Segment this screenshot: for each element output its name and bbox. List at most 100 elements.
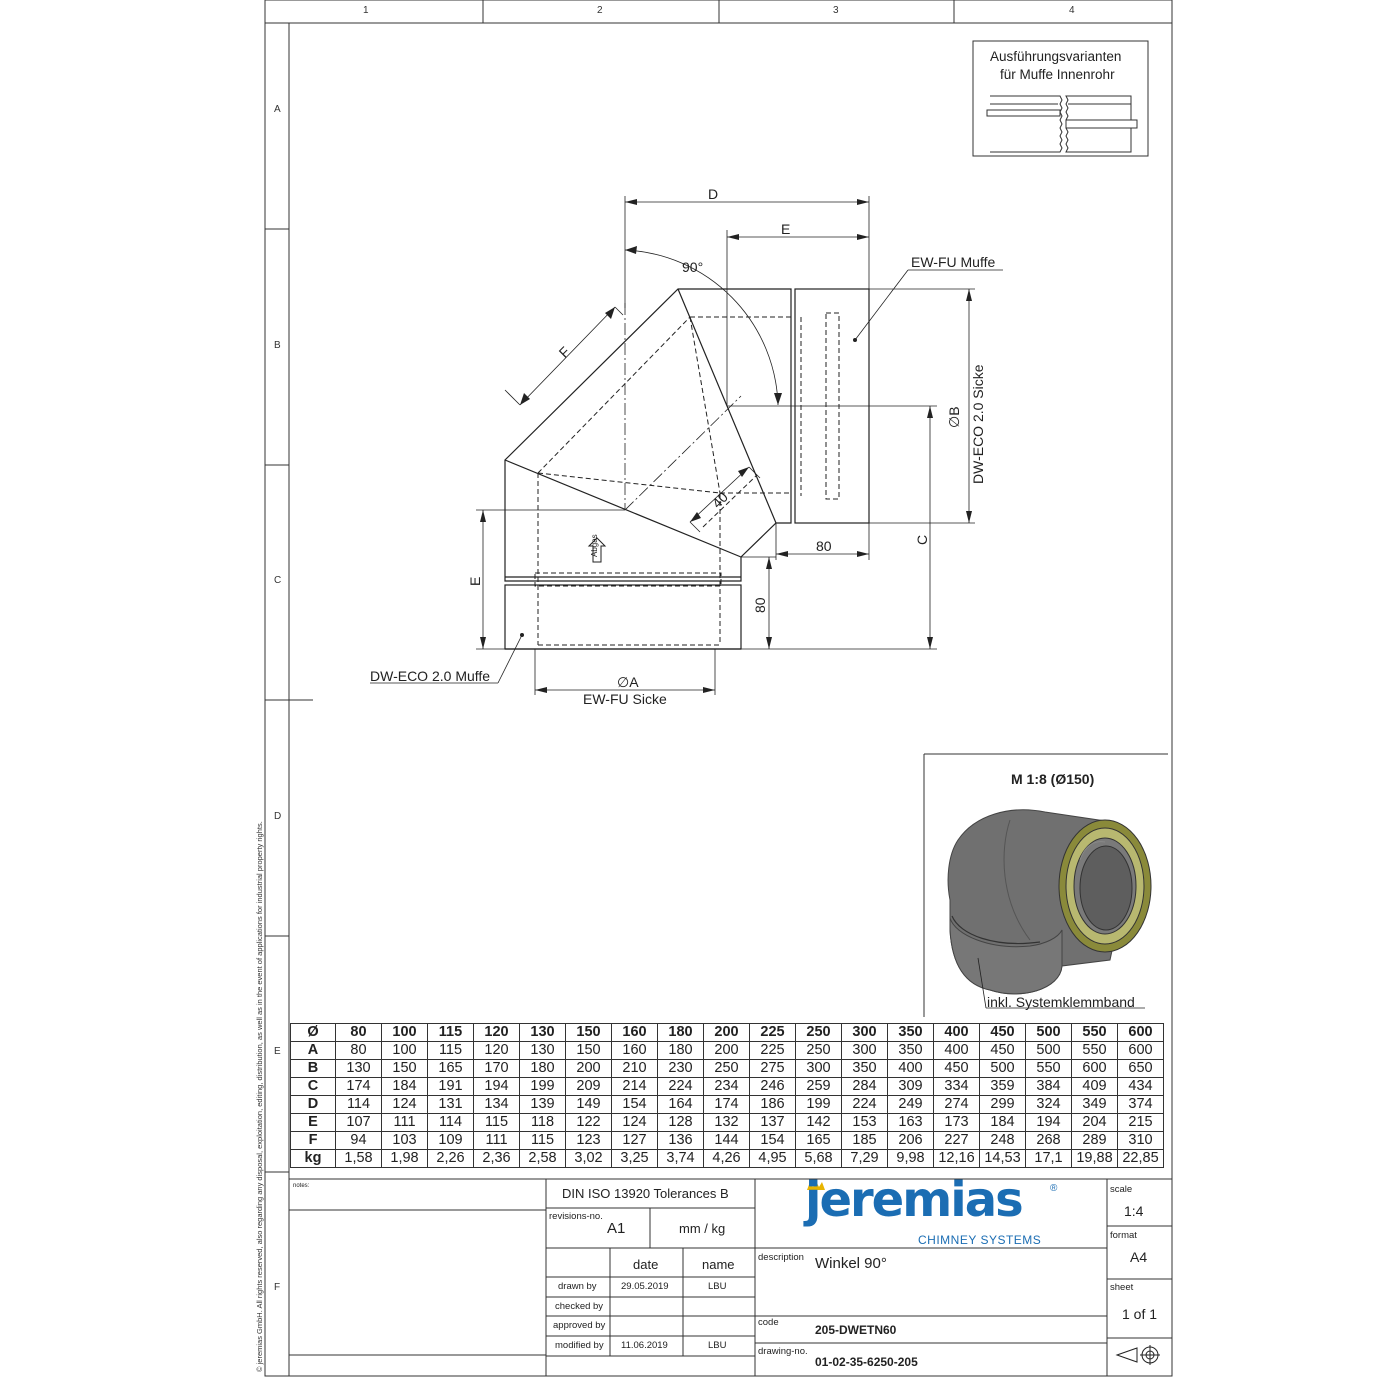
date-header: date xyxy=(633,1257,659,1272)
table-cell: 268 xyxy=(1025,1131,1072,1150)
table-cell: 550 xyxy=(1025,1059,1072,1078)
dimension-e-top: E xyxy=(781,221,791,237)
dimension-80-horizontal: 80 xyxy=(816,538,832,554)
modified-name: LBU xyxy=(708,1340,727,1351)
table-cell: 109 xyxy=(427,1131,474,1150)
table-cell: 230 xyxy=(657,1059,704,1078)
table-cell: 2,58 xyxy=(519,1149,566,1168)
row-label-d: D xyxy=(274,811,282,822)
description-value: Winkel 90° xyxy=(815,1255,887,1272)
table-cell: 3,02 xyxy=(565,1149,612,1168)
table-cell: 310 xyxy=(1117,1131,1164,1150)
table-cell: 115 xyxy=(427,1041,474,1060)
dimension-c: C xyxy=(914,534,930,545)
column-label-2: 2 xyxy=(597,5,603,16)
table-cell: 2,26 xyxy=(427,1149,474,1168)
table-cell: 500 xyxy=(979,1059,1026,1078)
table-cell: 450 xyxy=(979,1023,1026,1042)
table-cell: 124 xyxy=(381,1095,428,1114)
table-cell: 9,98 xyxy=(887,1149,934,1168)
table-cell: 500 xyxy=(1025,1023,1072,1042)
label-dw-eco-muffe: DW-ECO 2.0 Muffe xyxy=(370,668,491,684)
table-cell: 12,16 xyxy=(933,1149,980,1168)
table-cell: 450 xyxy=(979,1041,1026,1060)
tolerances-text: DIN ISO 13920 Tolerances B xyxy=(562,1186,729,1201)
table-cell: 1,98 xyxy=(381,1149,428,1168)
table-cell: 350 xyxy=(887,1041,934,1060)
table-cell: 359 xyxy=(979,1077,1026,1096)
table-cell: 650 xyxy=(1117,1059,1164,1078)
row-label-e: E xyxy=(274,1046,281,1057)
table-cell: 111 xyxy=(473,1131,520,1150)
table-cell: 164 xyxy=(657,1095,704,1114)
label-ew-fu-muffe: EW-FU Muffe xyxy=(911,254,996,270)
table-cell: 200 xyxy=(703,1023,750,1042)
table-cell: 204 xyxy=(1071,1113,1118,1132)
table-cell: 165 xyxy=(427,1059,474,1078)
table-cell: 142 xyxy=(795,1113,842,1132)
table-cell: 185 xyxy=(841,1131,888,1150)
table-cell: 114 xyxy=(427,1113,474,1132)
code-value: 205-DWETN60 xyxy=(815,1323,897,1337)
angle-label: 90° xyxy=(682,259,704,275)
label-ew-fu-sicke: EW-FU Sicke xyxy=(583,691,667,707)
row-label-a: A xyxy=(274,104,281,115)
table-cell: 227 xyxy=(933,1131,980,1150)
variants-title-line2: für Muffe Innenrohr xyxy=(1000,67,1115,82)
modified-date: 11.06.2019 xyxy=(621,1340,668,1351)
revision-value: A1 xyxy=(607,1220,626,1237)
abgas-arrow-label: Abgas xyxy=(590,534,599,557)
row-label-c: C xyxy=(274,575,282,586)
table-cell: 154 xyxy=(749,1131,796,1150)
table-cell: 4,95 xyxy=(749,1149,796,1168)
table-row-label: D xyxy=(290,1095,336,1114)
drawing-no-label: drawing-no. xyxy=(758,1346,808,1357)
table-cell: 274 xyxy=(933,1095,980,1114)
table-cell: 500 xyxy=(1025,1041,1072,1060)
dimension-d: D xyxy=(708,186,719,202)
table-cell: 200 xyxy=(565,1059,612,1078)
table-cell: 100 xyxy=(381,1023,428,1042)
table-cell: 400 xyxy=(933,1041,980,1060)
scale-value: 1:4 xyxy=(1124,1203,1144,1219)
table-cell: 224 xyxy=(841,1095,888,1114)
table-cell: 184 xyxy=(381,1077,428,1096)
table-cell: 1,58 xyxy=(335,1149,382,1168)
label-dw-eco-sicke: DW-ECO 2.0 Sicke xyxy=(970,364,986,484)
table-cell: 150 xyxy=(565,1023,612,1042)
table-cell: 300 xyxy=(795,1059,842,1078)
table-cell: 107 xyxy=(335,1113,382,1132)
name-header: name xyxy=(702,1257,735,1272)
row-label-b: B xyxy=(274,340,281,351)
table-cell: 4,26 xyxy=(703,1149,750,1168)
table-cell: 115 xyxy=(519,1131,566,1150)
table-cell: 174 xyxy=(703,1095,750,1114)
table-cell: 275 xyxy=(749,1059,796,1078)
table-cell: 299 xyxy=(979,1095,1026,1114)
table-cell: 209 xyxy=(565,1077,612,1096)
table-row-label: A xyxy=(290,1041,336,1060)
table-cell: 19,88 xyxy=(1071,1149,1118,1168)
table-cell: 206 xyxy=(887,1131,934,1150)
table-cell: 300 xyxy=(841,1023,888,1042)
copyright-notice: © jeremias GmbH. All rights reserved, al… xyxy=(255,821,264,1372)
modified-by-label: modified by xyxy=(555,1340,604,1351)
table-cell: 103 xyxy=(381,1131,428,1150)
units-text: mm / kg xyxy=(679,1221,726,1236)
table-cell: 248 xyxy=(979,1131,1026,1150)
table-cell: 210 xyxy=(611,1059,658,1078)
table-cell: 154 xyxy=(611,1095,658,1114)
table-cell: 324 xyxy=(1025,1095,1072,1114)
table-cell: 134 xyxy=(473,1095,520,1114)
table-cell: 124 xyxy=(611,1113,658,1132)
table-cell: 450 xyxy=(933,1059,980,1078)
table-cell: 100 xyxy=(381,1041,428,1060)
table-cell: 127 xyxy=(611,1131,658,1150)
table-cell: 130 xyxy=(335,1059,382,1078)
table-row-label: C xyxy=(290,1077,336,1096)
dimension-b: ∅B xyxy=(946,406,962,428)
table-row-label: E xyxy=(290,1113,336,1132)
